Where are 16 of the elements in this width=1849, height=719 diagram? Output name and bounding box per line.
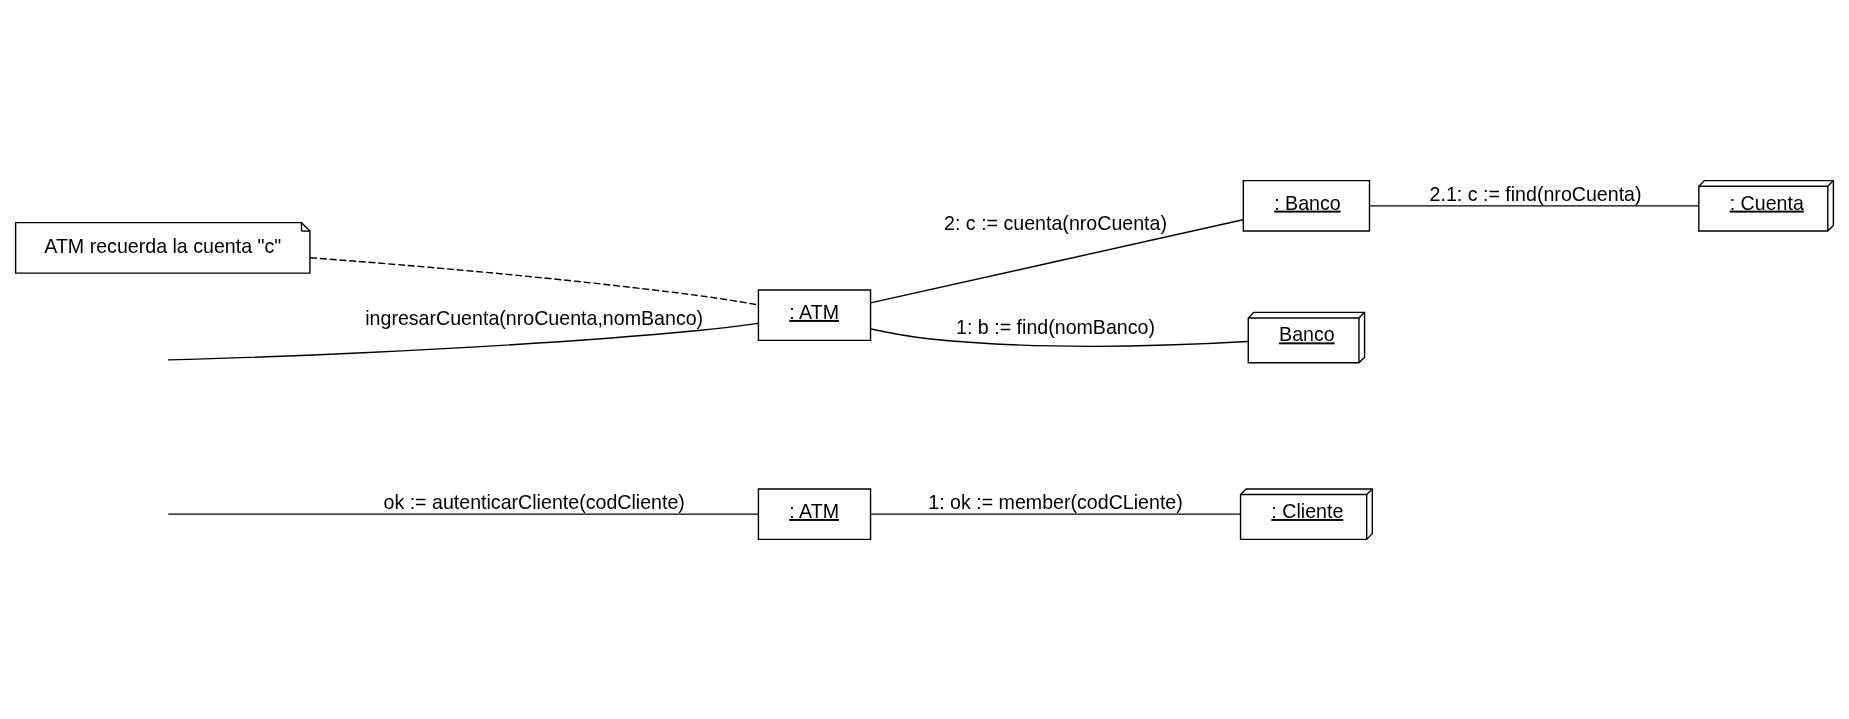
connector xyxy=(167,512,759,515)
edge-label: 1: b := find(nomBanco) xyxy=(956,315,1156,338)
edge-label: 1: ok := member(codCLiente) xyxy=(928,490,1183,513)
connector xyxy=(869,218,1244,304)
connector xyxy=(1369,204,1700,207)
connector xyxy=(167,322,759,361)
node-box: : ATM xyxy=(757,288,872,341)
connector xyxy=(869,512,1241,515)
edge-label: 2.1: c := find(nroCuenta) xyxy=(1429,182,1642,205)
connector xyxy=(309,256,759,306)
node-box: : ATM xyxy=(757,487,872,540)
connector xyxy=(870,327,1249,347)
edge-label: 2: c := cuenta(nroCuenta) xyxy=(944,211,1167,234)
edge-label: ok := autenticarCliente(codCliente) xyxy=(383,490,685,513)
node-box: : Banco xyxy=(1242,179,1371,232)
edge-label: ingresarCuenta(nroCuenta,nomBanco) xyxy=(365,306,704,329)
